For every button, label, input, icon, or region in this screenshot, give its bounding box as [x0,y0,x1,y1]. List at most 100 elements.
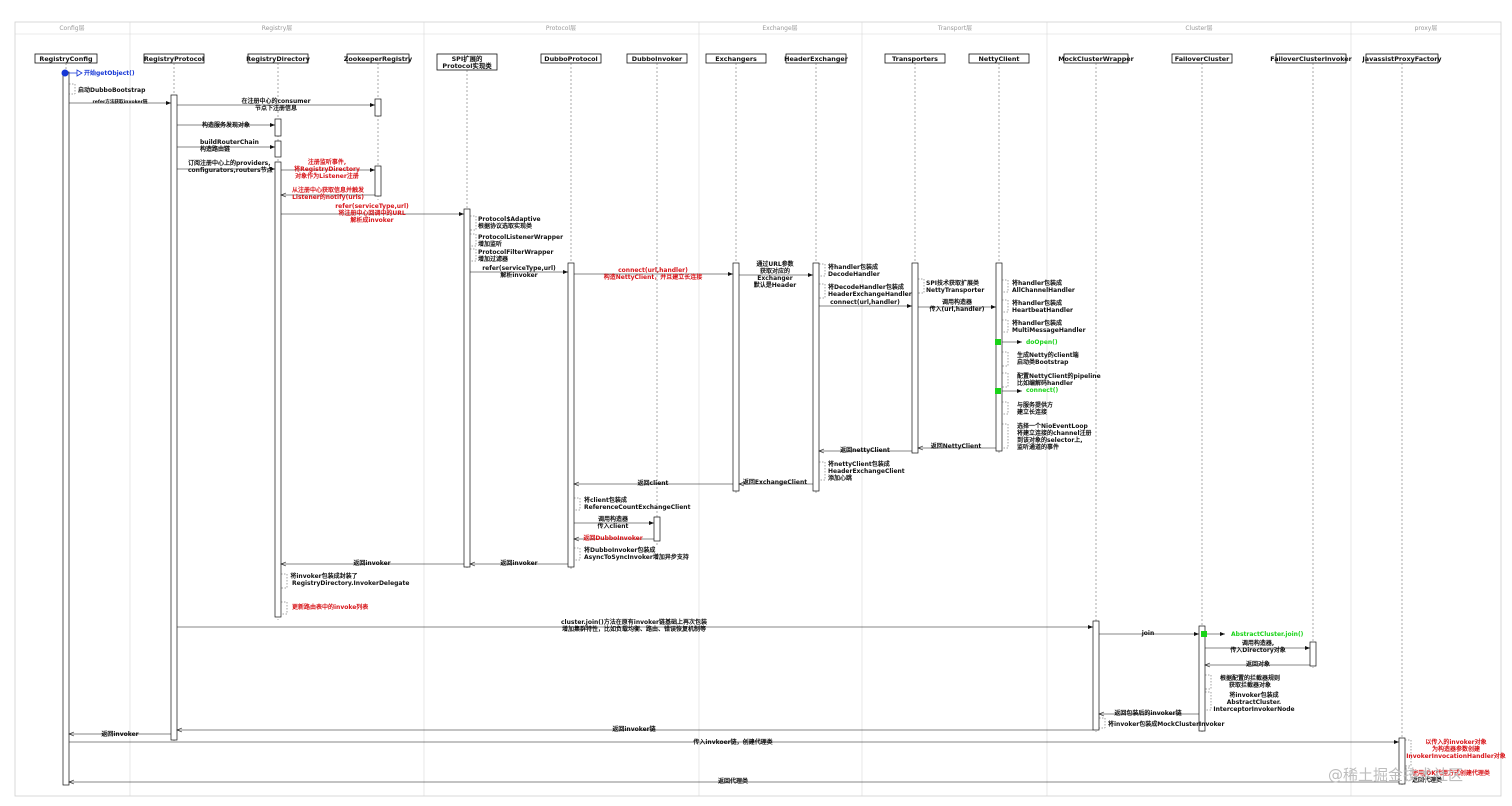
participant-protocol-impl-l1: SPI扩展的 [452,54,483,63]
message-labels: 开始getObject() 启动DubboBootstrap refer方法获取… [78,69,1506,785]
green-marker-join [1201,631,1207,637]
participant-registryprotocol: RegistryProtocol [144,55,204,63]
message-arrowheads [166,101,1399,744]
msg-return-nettyclient: 返回NettyClient [931,442,982,450]
messages-solid [69,102,1399,743]
msg-return-proxy: 返回代理类 [718,777,749,785]
participant-zookeeperregistry: ZookeeperRegistry [344,55,413,63]
lane-title-protocol: Protocol层 [546,25,576,32]
lane-title-cluster: Cluster层 [1185,25,1212,32]
participant-dubboinvoker: DubboInvoker [632,55,683,63]
msg-bootstrap: 生成Netty的client端启动类Bootstrap [1017,351,1079,366]
msg-return-proxy-inner: 返回代理类 [1412,776,1443,784]
msg-connect-transport: connect(url,handler) [830,299,900,306]
lane-title-config: Config层 [59,25,84,32]
msg-connect-netty: connect(url,handler)构造NettyClient，并且建立长连… [604,267,702,281]
participant-registrydirectory: RegistryDirectory [246,55,311,63]
msg-return-invoker-2: 返回invoker [353,559,390,567]
msg-return-exchangeclient: 返回ExchangeClient [743,478,807,486]
msg-mockcluster-invoker: 将invoker包装成MockClusterInvoker [1108,720,1224,728]
messages-return [69,194,1399,783]
msg-refer-chain: refer方法获取invoker链 [92,98,147,105]
lane-title-registry: Registry层 [262,25,293,32]
msg-getobject: 开始getObject() [84,69,135,77]
participant-javassistproxyfactory: JavassistProxyFactory [1361,55,1442,63]
participant-dubboprotocol: DubboProtocol [544,55,597,63]
green-marker-doopen [995,339,1001,345]
participant-protocol-impl-l2: Protocol实现类 [442,61,492,70]
msg-doopen: doOpen() [1026,339,1058,346]
lane-title-transport: Transport层 [937,25,972,32]
return-arrowheads [68,192,1211,785]
msg-cluster-join: cluster.join()方法在原有invoker链基础上再次包装增加集群特性… [561,618,707,633]
msg-return-invoker-3: 返回invoker [101,730,138,738]
lane-titles: Config层 Registry层 Protocol层 Exchange层 Tr… [59,25,1437,32]
activation-bars [62,71,1406,786]
lane-title-exchange: Exchange层 [762,25,797,32]
msg-abstractcluster-join: AbstractCluster.join() [1231,631,1304,638]
participant-labels: RegistryConfig RegistryProtocol Registry… [39,54,1442,70]
msg-subscribe: 订阅注册中心上的providers,configurators,routers节… [188,159,273,174]
msg-return-invoker-chain: 返回invoker链 [612,725,656,733]
msg-join: join [1141,630,1155,637]
msg-construct-invoker: 调用构造器传入client [597,515,629,530]
msg-return-wrapped-chain: 返回包装后的invoker链 [1114,709,1182,717]
msg-interceptor: 根据配置的拦截器规则获取拦截器对象 [1220,674,1280,689]
diagram-frame [14,21,1502,797]
participant-nettyclient: NettyClient [979,55,1020,63]
lane-separators [129,22,1352,796]
watermark: @稀土掘金技术社区 [1328,766,1463,784]
msg-return-client: 返回client [638,479,669,487]
msg-construct-netty: 调用构造器传入(url,handler) [928,298,984,313]
msg-build-discovery: 构造服务发现对象 [202,121,250,129]
msg-return-object: 返回对象 [1246,660,1270,668]
msg-construct-directory: 调用构造器,传入Directory对象 [1229,639,1285,654]
participant-mockclusterwrapper: MockClusterWrapper [1058,55,1134,63]
msg-return-dubboinvoker: 返回DubboInvoker [583,534,642,542]
msg-update-route: 更新路由表中的invoke列表 [292,603,369,611]
start-dot [61,69,69,77]
msg-create-proxy: 传入invkoer链，创建代理类 [692,738,773,746]
msg-connect: connect() [1026,387,1058,394]
msg-return-invoker-1: 返回invoker [500,559,537,567]
participant-failoverclusterinvoker: FailoverClusterInvoker [1270,55,1352,63]
msg-return-nettyclient-2: 返回nettyClient [840,446,890,454]
msg-long-connection: 与服务提供方建立长连接 [1017,401,1053,416]
participant-headerexchanger: HeaderExchanger [784,55,849,63]
msg-refer-invoker: refer(serviceType,url)解析invoker [482,265,556,279]
msg-start-bootstrap: 启动DubboBootstrap [78,86,146,94]
self-calls [69,83,1412,781]
green-marker-connect [995,388,1001,394]
participant-transporters: Transporters [892,55,938,63]
start-arrow [69,69,83,77]
lane-title-proxy: proxy层 [1415,25,1438,32]
participant-failovercluster: FailoverCluster [1175,55,1230,63]
participant-exchangers: Exchangers [715,55,757,63]
participant-registryconfig: RegistryConfig [39,55,93,63]
